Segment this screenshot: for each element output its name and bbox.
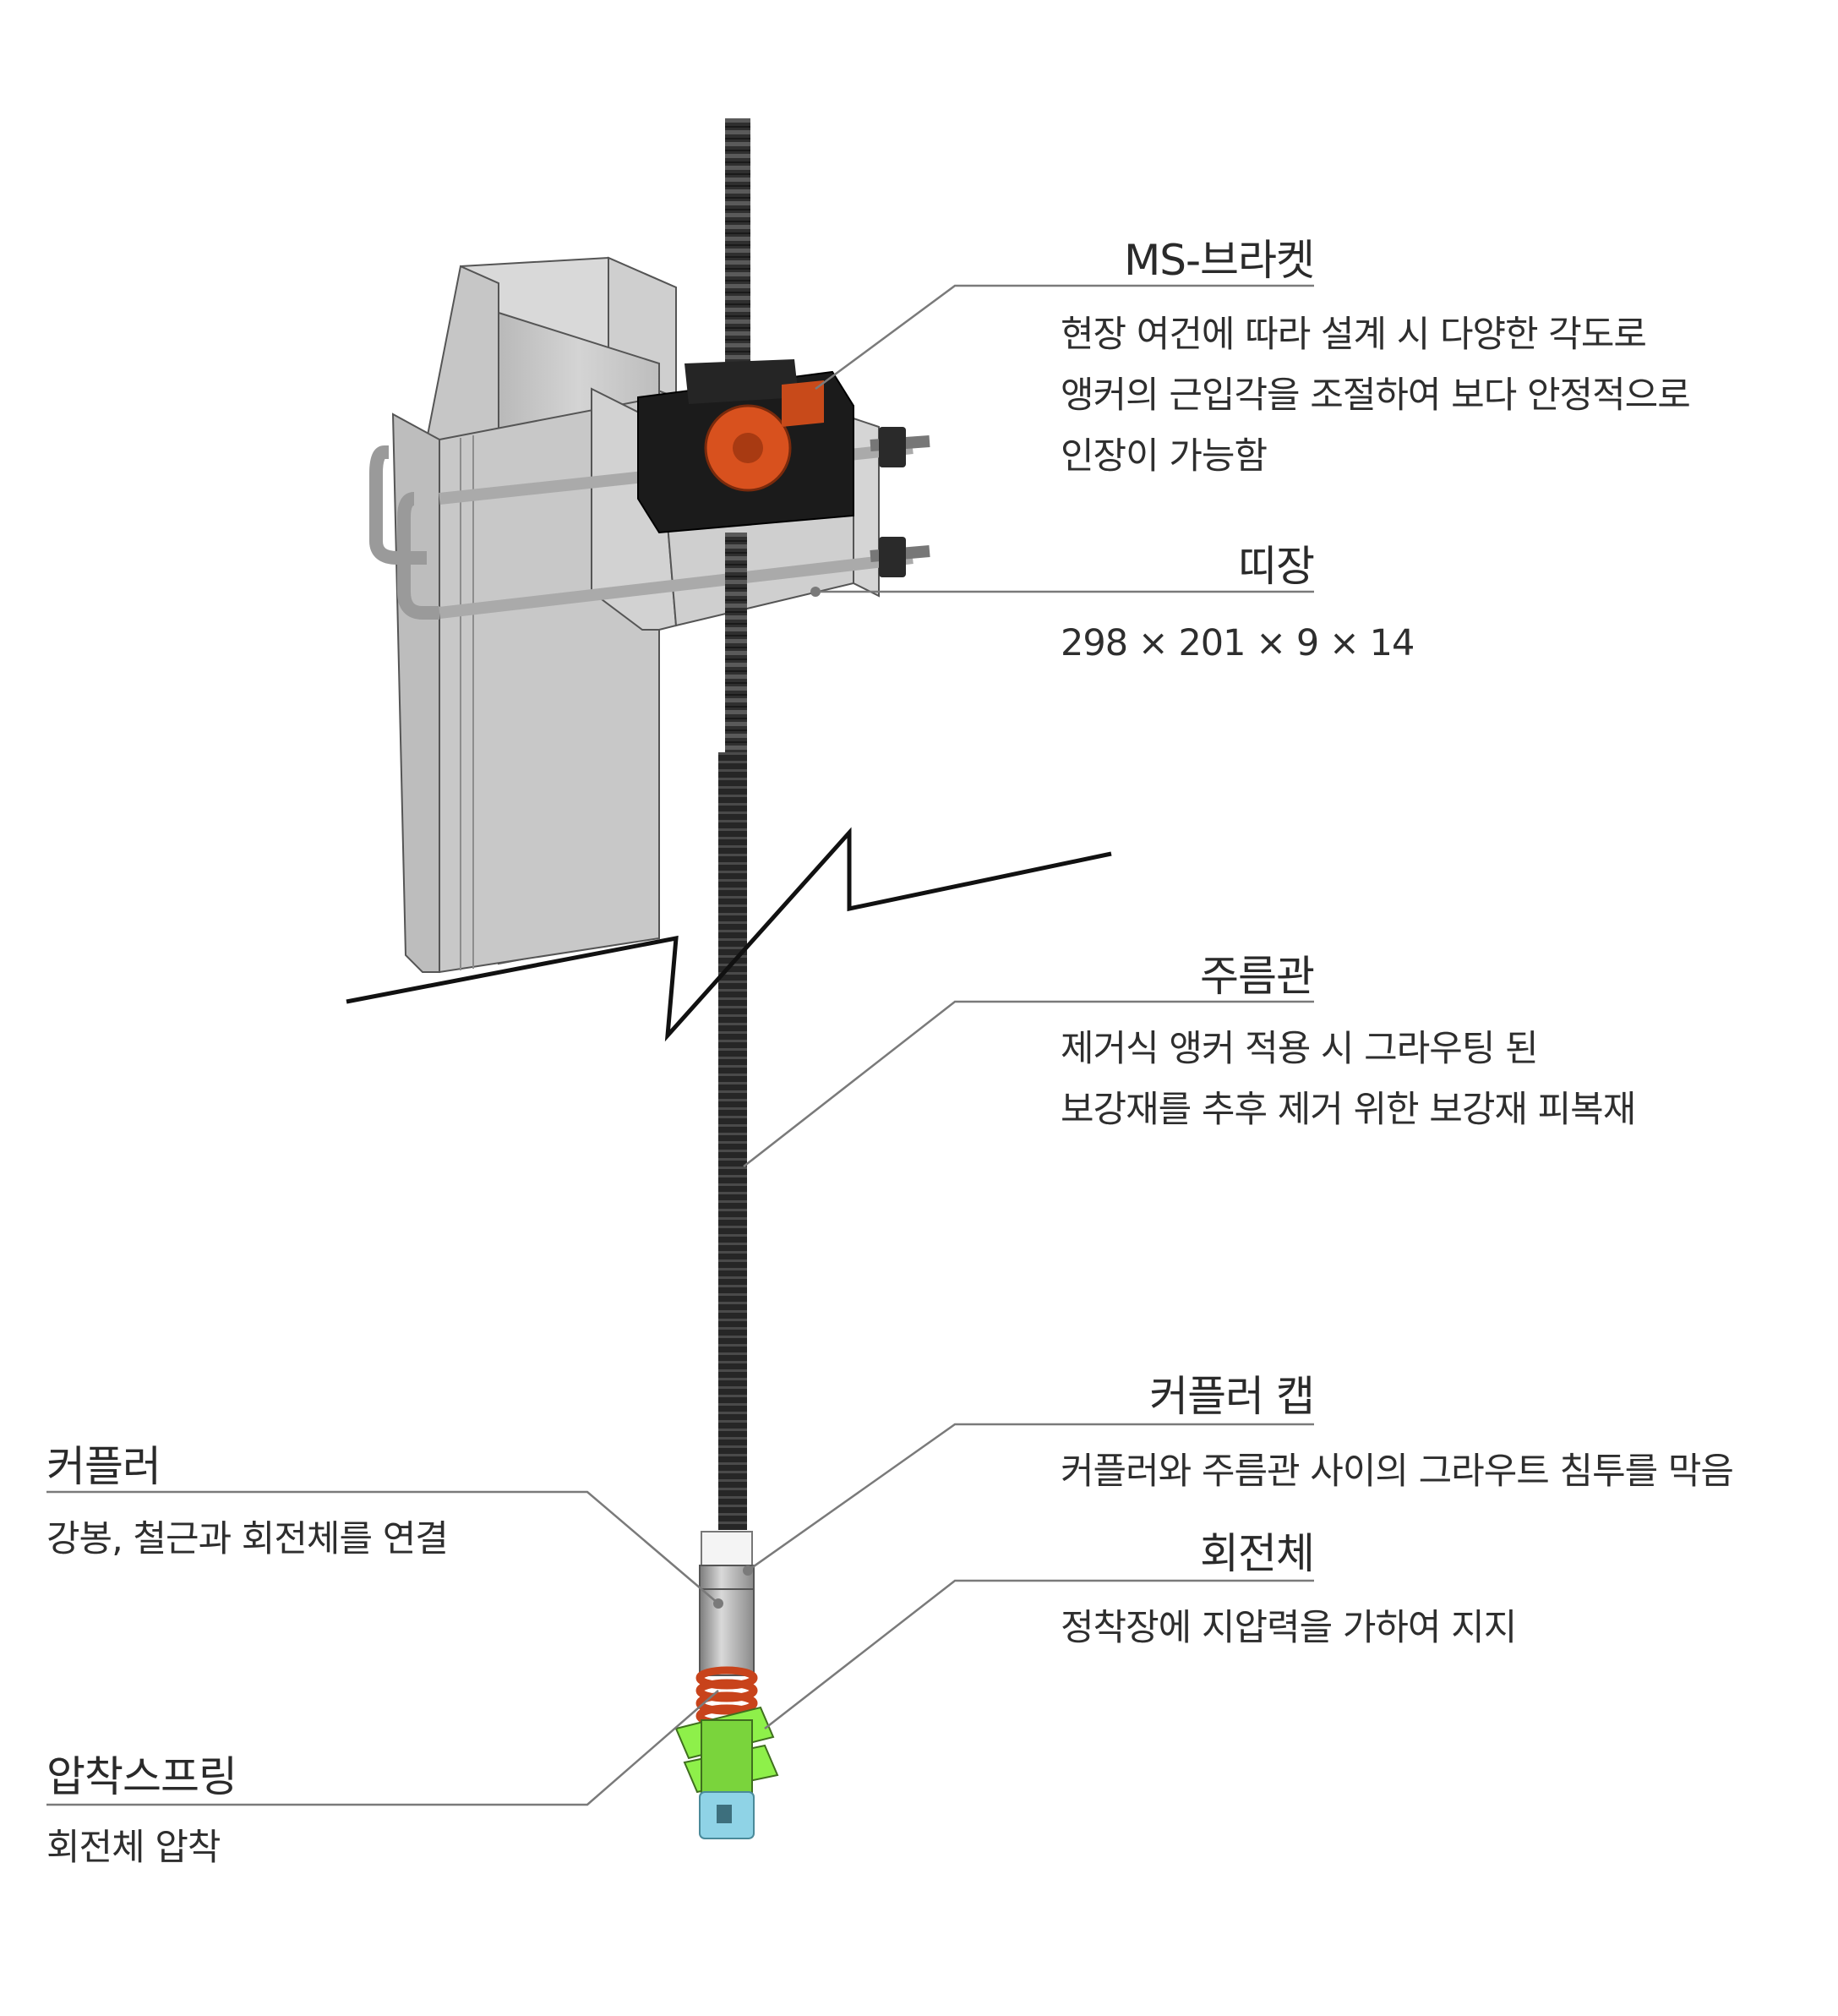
sheath-title: 주름관 xyxy=(1200,952,1315,1001)
spring-description: 회전체 압착 xyxy=(46,1817,221,1878)
threaded-bar-middle xyxy=(725,533,747,752)
coupler-cap-title: 커플러 캡 xyxy=(1149,1372,1315,1421)
ms-bracket-title: MS-브라켓 xyxy=(1124,236,1315,285)
coupler-cap-description: 커플러와 주름관 사이의 그라우트 침투를 막음 xyxy=(1061,1441,1734,1502)
waler-line-1: 298 × 201 × 9 × 14 xyxy=(1061,622,1415,664)
break-line xyxy=(346,827,1112,1042)
anchor-head xyxy=(674,1531,779,1839)
sheath-description: 제거식 앵커 적용 시 그라우팅 된 보강재를 추후 제거 위한 보강재 피복재 xyxy=(1061,1019,1636,1140)
waler-description: 298 × 201 × 9 × 14 xyxy=(1061,613,1415,674)
sheath-line-2: 보강재를 추후 제거 위한 보강재 피복재 xyxy=(1061,1089,1636,1131)
leader-coupler xyxy=(46,1490,719,1604)
rotator-body xyxy=(674,1706,779,1806)
leader-ms-bracket xyxy=(815,284,1314,391)
coupler-line-1: 강봉, 철근과 회전체를 연결 xyxy=(46,1518,449,1560)
ms-bracket-line-2: 앵커의 근입각을 조절하여 보다 안정적으로 xyxy=(1061,374,1691,417)
ms-bracket-description: 현장 여건에 따라 설계 시 다양한 각도로 앵커의 근입각을 조절하여 보다 … xyxy=(1061,304,1691,487)
leader-dots xyxy=(713,587,821,1609)
rotator-title: 회전체 xyxy=(1200,1529,1315,1578)
coupler-description: 강봉, 철근과 회전체를 연결 xyxy=(46,1509,449,1570)
ms-bracket-line-3: 인장이 가능함 xyxy=(1061,435,1268,478)
spring-line-1: 회전체 압착 xyxy=(46,1827,221,1869)
leader-lines xyxy=(46,284,1314,1806)
ms-bracket xyxy=(637,359,854,534)
ms-bracket-line-1: 현장 여건에 따라 설계 시 다양한 각도로 xyxy=(1061,314,1647,356)
coupler-cap-line-1: 커플러와 주름관 사이의 그라우트 침투를 막음 xyxy=(1061,1451,1734,1493)
leader-rotator xyxy=(764,1579,1314,1729)
coupler-cap xyxy=(701,1531,753,1566)
coupler-title: 커플러 xyxy=(46,1442,161,1491)
rotator-line-1: 정착장에 지압력을 가하여 지지 xyxy=(1061,1607,1517,1649)
leader-spring xyxy=(46,1690,719,1806)
coupler-body xyxy=(699,1565,755,1676)
waler-title: 띠장 xyxy=(1238,542,1315,591)
rotator-description: 정착장에 지압력을 가하여 지지 xyxy=(1061,1598,1517,1658)
corrugated-sheath xyxy=(718,752,747,1530)
leader-sheath xyxy=(743,1000,1314,1167)
leader-coupler-cap xyxy=(747,1423,1314,1572)
sheath-line-1: 제거식 앵커 적용 시 그라우팅 된 xyxy=(1061,1028,1539,1070)
spring-title: 압착스프링 xyxy=(46,1752,237,1801)
threaded-bar-upper xyxy=(725,118,750,372)
